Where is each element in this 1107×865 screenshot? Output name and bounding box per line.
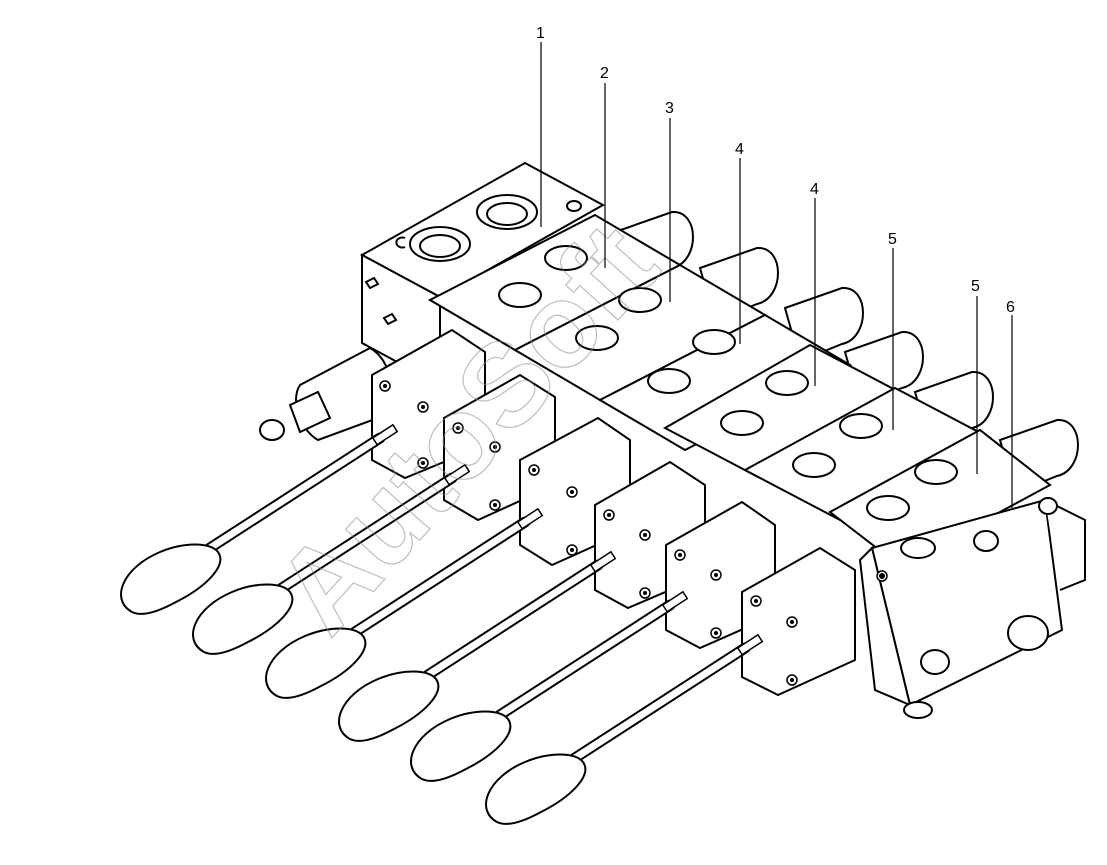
valve-sections	[427, 213, 1052, 568]
callout-2: 2	[600, 65, 609, 82]
callout-3: 3	[665, 100, 674, 117]
inlet-section	[359, 161, 606, 387]
end-section	[858, 497, 1086, 719]
callout-4b: 4	[810, 181, 819, 198]
callout-6: 6	[1006, 299, 1015, 316]
relief-valve	[259, 346, 393, 442]
callout-1: 1	[536, 25, 545, 42]
callout-4a: 4	[735, 141, 744, 158]
callout-labels: 1 2 3 4 4 5 5 6	[536, 25, 1015, 316]
callout-5a: 5	[888, 231, 897, 248]
callout-5b: 5	[971, 278, 980, 295]
leader-lines	[540, 42, 1013, 508]
